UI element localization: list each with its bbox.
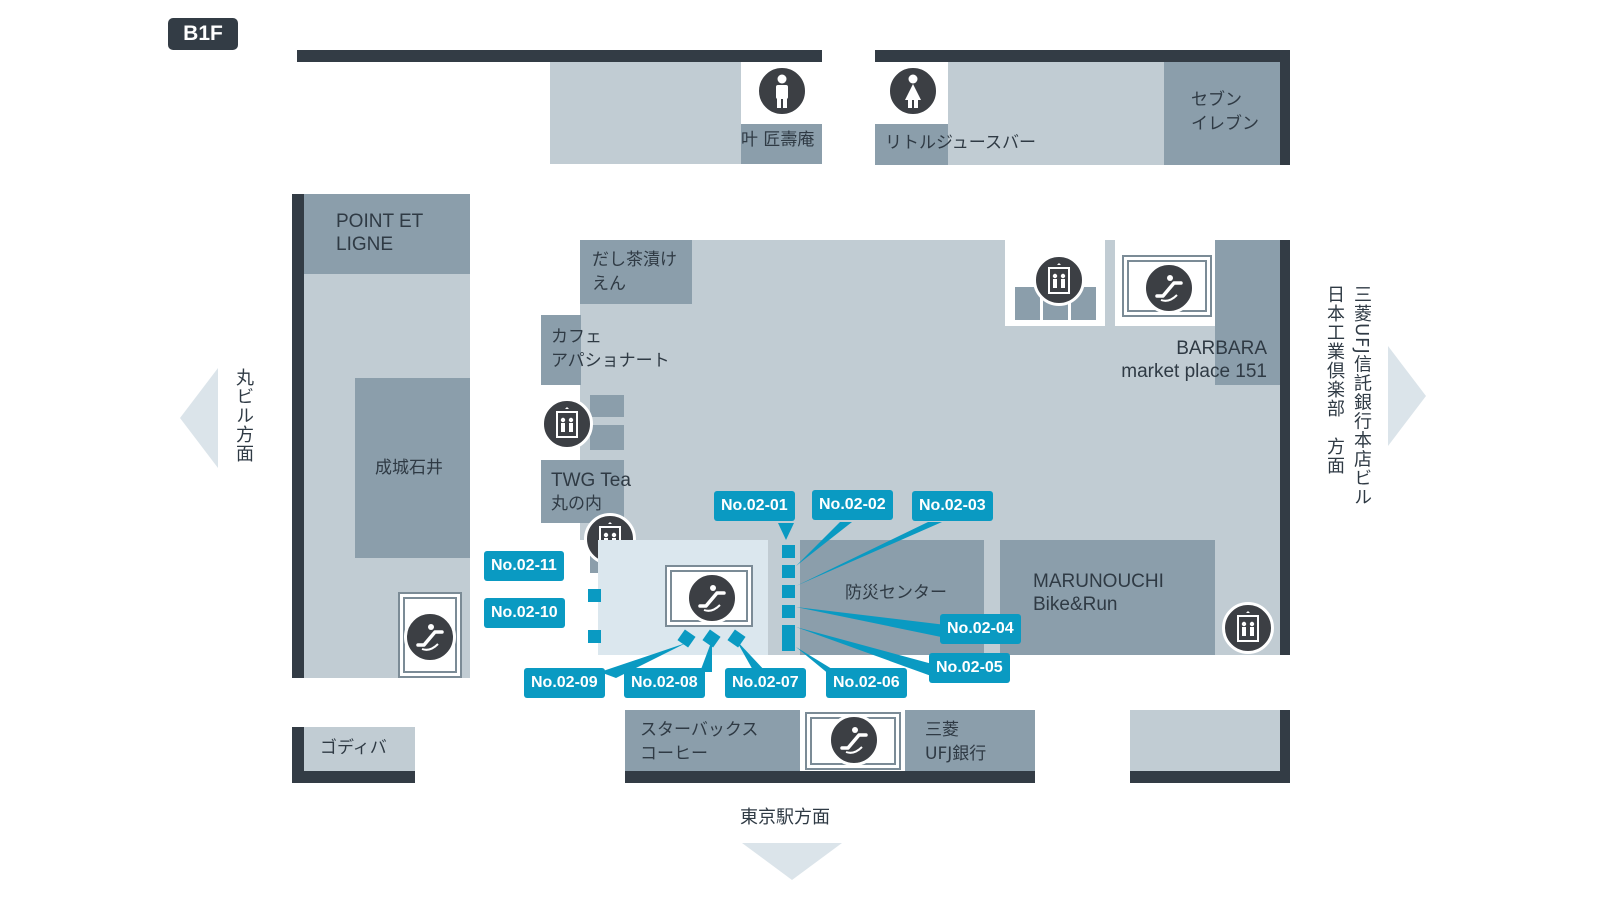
- wall-bottom-right: [1130, 771, 1290, 783]
- store-starbucks[interactable]: [625, 710, 800, 771]
- store-barbara-line2: market place 151: [1121, 361, 1267, 382]
- direction-right-label-line2: 日本工業倶楽部 方面: [1324, 285, 1345, 475]
- store-godiva[interactable]: [292, 727, 415, 771]
- store-mufg-bank-line1: 三菱: [925, 720, 959, 740]
- store-cafe-apashonato-line1: カフェ: [551, 327, 602, 347]
- direction-left-label: 丸ビル方面: [233, 368, 254, 463]
- area-top-corridor-left: [550, 62, 741, 164]
- store-cafe-apashonato[interactable]: [541, 315, 581, 385]
- store-dashi-chazuke-line1: だし茶漬け: [592, 250, 677, 270]
- store-seven-eleven-line2: イレブン: [1191, 114, 1259, 134]
- spot-02-10[interactable]: [588, 630, 601, 643]
- wall-bottom-right-side: [1280, 710, 1290, 783]
- male-restroom-icon[interactable]: [756, 65, 808, 117]
- spot-02-11[interactable]: [588, 589, 601, 602]
- spot-tag-02-02[interactable]: No.02-02: [812, 490, 893, 520]
- store-dashi-chazuke-line2: えん: [592, 274, 626, 294]
- spot-tag-02-08[interactable]: No.02-08: [624, 668, 705, 698]
- wall-left: [292, 194, 304, 678]
- spot-tag-02-09[interactable]: No.02-09: [524, 668, 605, 698]
- spot-tag-02-10[interactable]: No.02-10: [484, 598, 565, 628]
- spot-tag-02-04[interactable]: No.02-04: [940, 614, 1021, 644]
- store-point-et-ligne-line2: LIGNE: [336, 234, 394, 255]
- arrow-right: [1388, 346, 1426, 446]
- elevator-icon[interactable]: [1222, 602, 1274, 654]
- wall-top-left: [297, 50, 822, 62]
- store-barbara-line1: BARBARA: [1176, 338, 1267, 359]
- spot-tag-02-07[interactable]: No.02-07: [725, 668, 806, 698]
- arrow-left: [180, 368, 218, 468]
- store-starbucks-line2: コーヒー: [640, 744, 708, 764]
- spot-02-01[interactable]: [782, 545, 795, 558]
- store-starbucks-line1: スターバックス: [640, 720, 759, 740]
- escalator-icon[interactable]: [1143, 262, 1195, 314]
- store-kano[interactable]: [741, 124, 822, 164]
- store-little-juice-bar-label: リトルジュースバー: [885, 133, 1036, 153]
- store-twg-tea[interactable]: [541, 460, 624, 523]
- spot-02-06[interactable]: [782, 638, 795, 651]
- store-dashi-chazuke[interactable]: [580, 240, 692, 304]
- store-point-et-ligne-label: POINT ET LIGNE: [336, 210, 423, 256]
- wall-bottom-left: [292, 771, 415, 783]
- escalator-icon[interactable]: [686, 572, 738, 624]
- store-marunouchi-bike-run-line1: MARUNOUCHI: [1033, 571, 1164, 592]
- spot-02-02[interactable]: [782, 565, 795, 578]
- store-marunouchi-bike-run[interactable]: [1000, 540, 1215, 655]
- elevator-shaft-left-2: [590, 425, 624, 450]
- store-point-et-ligne[interactable]: [304, 194, 470, 274]
- store-mufg-bank[interactable]: [905, 710, 1035, 771]
- area-top-corridor-right: [948, 62, 1164, 165]
- store-seven-eleven[interactable]: [1164, 62, 1280, 165]
- store-mufg-bank-line2: UFJ銀行: [925, 744, 987, 764]
- store-point-et-ligne-line1: POINT ET: [336, 211, 424, 232]
- store-kano-label: 叶 匠壽庵: [741, 130, 815, 150]
- elevator-icon[interactable]: [1033, 254, 1085, 306]
- spot-tag-02-06[interactable]: No.02-06: [826, 668, 907, 698]
- store-seven-eleven-line1: セブン: [1191, 90, 1242, 110]
- direction-bottom-label: 東京駅方面: [740, 807, 830, 828]
- store-starbucks-label: スターバックス コーヒー: [640, 718, 758, 766]
- escalator-icon[interactable]: [828, 714, 880, 766]
- wall-bottom-center: [625, 771, 1035, 783]
- spot-tag-02-03[interactable]: No.02-03: [912, 491, 993, 521]
- escalator-icon[interactable]: [404, 611, 456, 663]
- store-cafe-apashonato-label: カフェ アパショナート: [551, 325, 670, 373]
- spot-02-05[interactable]: [782, 625, 795, 638]
- store-dashi-chazuke-label: だし茶漬け えん: [592, 248, 677, 296]
- wall-right: [1280, 240, 1290, 655]
- floor-badge: B1F: [168, 18, 238, 50]
- store-marunouchi-bike-run-line2: Bike&Run: [1033, 594, 1118, 615]
- store-mufg-bank-label: 三菱 UFJ銀行: [925, 718, 986, 766]
- wall-bottom-left-side: [292, 727, 304, 783]
- elevator-shaft-left-1: [590, 395, 624, 417]
- store-godiva-label: ゴディバ: [320, 738, 387, 758]
- spot-tag-02-11[interactable]: No.02-11: [484, 551, 564, 581]
- spot-tag-02-05[interactable]: No.02-05: [929, 653, 1010, 683]
- arrow-down: [742, 843, 842, 880]
- store-twg-tea-label: TWG Tea 丸の内: [551, 469, 631, 516]
- store-bousai-center-label: 防災センター: [845, 583, 947, 603]
- spot-02-04[interactable]: [782, 605, 795, 618]
- store-little-juice-bar[interactable]: [875, 124, 948, 165]
- store-seijo-ishii-label: 成城石井: [375, 458, 443, 478]
- wall-top-right: [875, 50, 1290, 62]
- store-seven-eleven-label: セブン イレブン: [1191, 88, 1259, 136]
- female-restroom-icon[interactable]: [887, 65, 939, 117]
- elevator-icon[interactable]: [541, 398, 593, 450]
- store-barbara[interactable]: [1215, 240, 1280, 385]
- store-cafe-apashonato-line2: アパショナート: [551, 351, 670, 371]
- wall-top-right-side: [1280, 50, 1290, 165]
- spot-02-03[interactable]: [782, 585, 795, 598]
- direction-right-label-line1: 三菱UFJ信託銀行本店ビル: [1351, 285, 1372, 507]
- area-bottom-right: [1130, 710, 1280, 771]
- store-marunouchi-bike-run-label: MARUNOUCHI Bike&Run: [1033, 570, 1164, 616]
- store-twg-tea-line2: 丸の内: [551, 494, 602, 514]
- store-twg-tea-line1: TWG Tea: [551, 470, 631, 491]
- spot-tag-02-01[interactable]: No.02-01: [714, 491, 795, 521]
- store-seijo-ishii[interactable]: [355, 378, 470, 558]
- store-barbara-label: BARBARA market place 151: [1105, 337, 1267, 383]
